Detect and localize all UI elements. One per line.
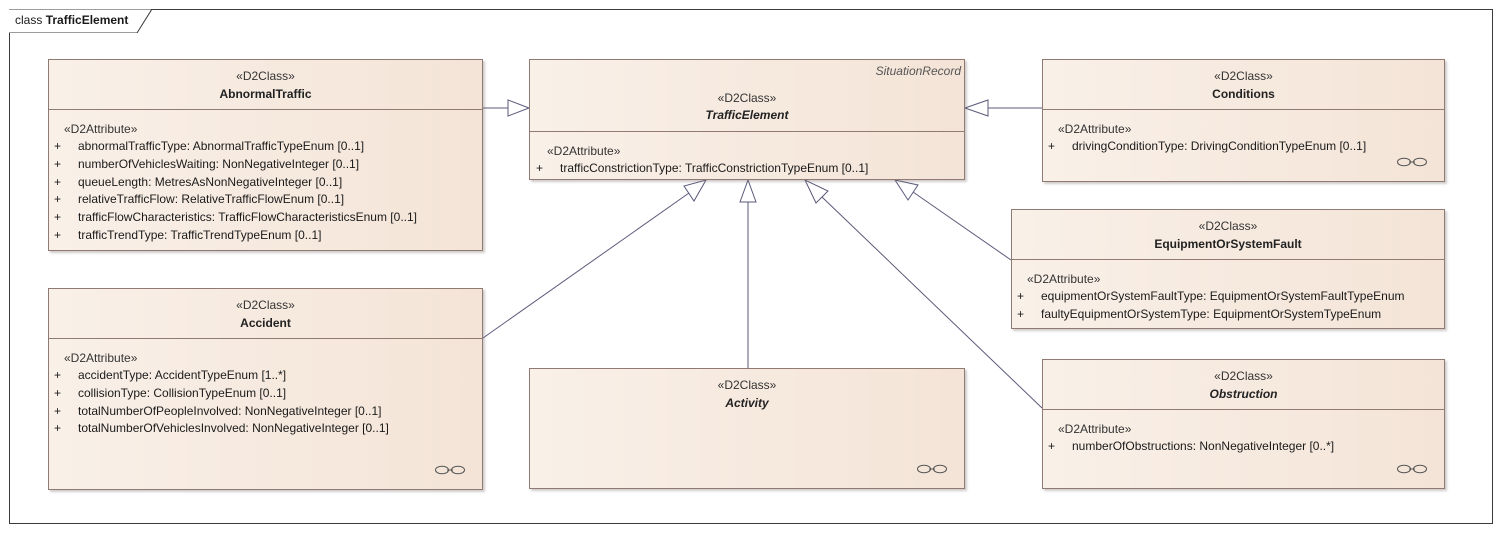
class-trafficelement[interactable]: SituationRecord «D2Class» TrafficElement…	[529, 59, 965, 180]
frame-title: class TrafficElement	[15, 13, 128, 27]
attribute-stereotype: «D2Attribute»	[1027, 272, 1101, 286]
attribute-text: abnormalTrafficType: AbnormalTrafficType…	[78, 139, 365, 153]
class-name: Conditions	[1212, 87, 1275, 101]
link-chain-icon	[435, 465, 465, 475]
class-header: «D2Class» Accident	[49, 289, 482, 339]
attribute-text: faultyEquipmentOrSystemType: EquipmentOr…	[1041, 306, 1382, 321]
attribute-text: totalNumberOfPeopleInvolved: NonNegative…	[78, 403, 382, 418]
attribute-row[interactable]: + relativeTrafficFlow: RelativeTrafficFlo…	[49, 191, 482, 209]
attribute-row[interactable]: + numberOfObstructions: NonNegativeIntege…	[1043, 438, 1444, 456]
attribute-text: accidentType: AccidentTypeEnum [1..*]	[78, 368, 287, 382]
class-name: Obstruction	[1209, 387, 1278, 401]
class-name: AbnormalTraffic	[219, 87, 312, 101]
attribute-list: + numberOfObstructions: NonNegativeIntege…	[1043, 438, 1444, 456]
class-stereotype: «D2Class»	[236, 298, 295, 312]
attribute-row[interactable]: + trafficFlowCharacteristics: TrafficFlow…	[49, 209, 482, 227]
visibility-marker: +	[54, 139, 62, 153]
attribute-row[interactable]: + totalNumberOfVehiclesInvolved: NonNegat…	[49, 420, 482, 438]
class-name: EquipmentOrSystemFault	[1154, 237, 1302, 251]
attribute-stereotype: «D2Attribute»	[64, 351, 138, 365]
class-conditions[interactable]: «D2Class» Conditions «D2Attribute» + driv…	[1042, 59, 1445, 182]
visibility-marker: +	[54, 368, 62, 382]
class-parent-name: SituationRecord	[875, 64, 961, 78]
attribute-list: + drivingConditionType: DrivingConditionT…	[1043, 138, 1444, 156]
attribute-text: relativeTrafficFlow: RelativeTrafficFlow…	[78, 192, 345, 207]
class-obstruction[interactable]: «D2Class» Obstruction «D2Attribute» + num…	[1042, 359, 1445, 489]
attribute-text: numberOfVehiclesWaiting: NonNegativeInte…	[78, 156, 360, 171]
class-header: «D2Class» AbnormalTraffic	[49, 60, 482, 110]
class-stereotype: «D2Class»	[1198, 219, 1258, 233]
attribute-row[interactable]: + numberOfVehiclesWaiting: NonNegativeInt…	[49, 156, 482, 174]
attribute-row[interactable]: + totalNumberOfPeopleInvolved: NonNegativ…	[49, 403, 482, 421]
visibility-marker: +	[536, 161, 544, 175]
visibility-marker: +	[1048, 139, 1056, 153]
link-chain-icon	[1397, 157, 1427, 167]
attribute-text: numberOfObstructions: NonNegativeInteger…	[1072, 439, 1335, 453]
diagram-frame	[9, 9, 1493, 524]
class-name: Accident	[240, 316, 291, 330]
attribute-text: queueLength: MetresAsNonNegativeInteger …	[78, 174, 343, 189]
class-name: Activity	[725, 396, 769, 410]
attribute-text: equipmentOrSystemFaultType: EquipmentOrS…	[1041, 289, 1405, 303]
class-stereotype: «D2Class»	[1214, 69, 1273, 83]
attribute-stereotype: «D2Attribute»	[1058, 122, 1132, 136]
attribute-text: trafficFlowCharacteristics: TrafficFlowC…	[78, 210, 417, 225]
class-abnormaltraffic[interactable]: «D2Class» AbnormalTraffic «D2Attribute» …	[48, 59, 483, 251]
attribute-row[interactable]: + queueLength: MetresAsNonNegativeInteger…	[49, 174, 482, 192]
attribute-list: + equipmentOrSystemFaultType: EquipmentOr…	[1012, 288, 1444, 324]
visibility-marker: +	[54, 174, 62, 189]
attribute-stereotype: «D2Attribute»	[1058, 422, 1132, 436]
link-chain-icon	[1397, 464, 1427, 474]
attribute-row[interactable]: + equipmentOrSystemFaultType: EquipmentOr…	[1012, 288, 1444, 306]
frame-name: TrafficElement	[45, 13, 129, 27]
frame-keyword: class	[15, 13, 43, 27]
class-accident[interactable]: «D2Class» Accident «D2Attribute» + accide…	[48, 288, 483, 490]
class-header: «D2Class» Obstruction	[1043, 360, 1444, 410]
attribute-row[interactable]: + abnormalTrafficType: AbnormalTrafficTyp…	[49, 138, 482, 156]
attribute-text: collisionType: CollisionTypeEnum [0..1]	[78, 385, 287, 400]
visibility-marker: +	[54, 403, 62, 418]
attribute-text: trafficTrendType: TrafficTrendTypeEnum […	[78, 227, 322, 242]
class-name: TrafficElement	[705, 108, 789, 122]
visibility-marker: +	[54, 421, 62, 436]
attribute-row[interactable]: + trafficTrendType: TrafficTrendTypeEnum …	[49, 227, 482, 245]
attribute-list: + accidentType: AccidentTypeEnum [1..*] +…	[49, 367, 482, 438]
class-activity[interactable]: «D2Class» Activity	[529, 368, 965, 489]
attribute-stereotype: «D2Attribute»	[547, 144, 621, 158]
class-equipmentorsystemfault[interactable]: «D2Class» EquipmentOrSystemFault «D2Attr…	[1011, 209, 1445, 329]
visibility-marker: +	[54, 210, 62, 225]
class-stereotype: «D2Class»	[236, 69, 295, 83]
visibility-marker: +	[1048, 439, 1056, 453]
class-stereotype: «D2Class»	[1214, 369, 1273, 383]
class-header: SituationRecord «D2Class» TrafficElement	[530, 60, 964, 132]
visibility-marker: +	[54, 227, 62, 242]
visibility-marker: +	[54, 156, 62, 171]
attribute-text: trafficConstrictionType: TrafficConstric…	[560, 161, 869, 175]
link-chain-icon	[917, 464, 947, 474]
visibility-marker: +	[1017, 289, 1025, 303]
visibility-marker: +	[1017, 306, 1025, 321]
attribute-list: + abnormalTrafficType: AbnormalTrafficTyp…	[49, 138, 482, 245]
attribute-text: totalNumberOfVehiclesInvolved: NonNegati…	[78, 421, 389, 436]
attribute-text: drivingConditionType: DrivingConditionTy…	[1072, 139, 1367, 153]
class-header: «D2Class» Conditions	[1043, 60, 1444, 110]
class-header: «D2Class» EquipmentOrSystemFault	[1012, 210, 1444, 260]
class-stereotype: «D2Class»	[717, 378, 777, 392]
visibility-marker: +	[54, 385, 62, 400]
frame-label-tab	[9, 9, 152, 33]
attribute-stereotype: «D2Attribute»	[64, 122, 138, 136]
attribute-row[interactable]: + trafficConstrictionType: TrafficConstri…	[530, 160, 964, 178]
attribute-row[interactable]: + accidentType: AccidentTypeEnum [1..*]	[49, 367, 482, 385]
attribute-row[interactable]: + collisionType: CollisionTypeEnum [0..1]	[49, 385, 482, 403]
attribute-row[interactable]: + drivingConditionType: DrivingConditionT…	[1043, 138, 1444, 156]
class-stereotype: «D2Class»	[717, 91, 777, 105]
attribute-row[interactable]: + faultyEquipmentOrSystemType: EquipmentO…	[1012, 306, 1444, 324]
visibility-marker: +	[54, 192, 62, 207]
attribute-list: + trafficConstrictionType: TrafficConstri…	[530, 160, 964, 178]
